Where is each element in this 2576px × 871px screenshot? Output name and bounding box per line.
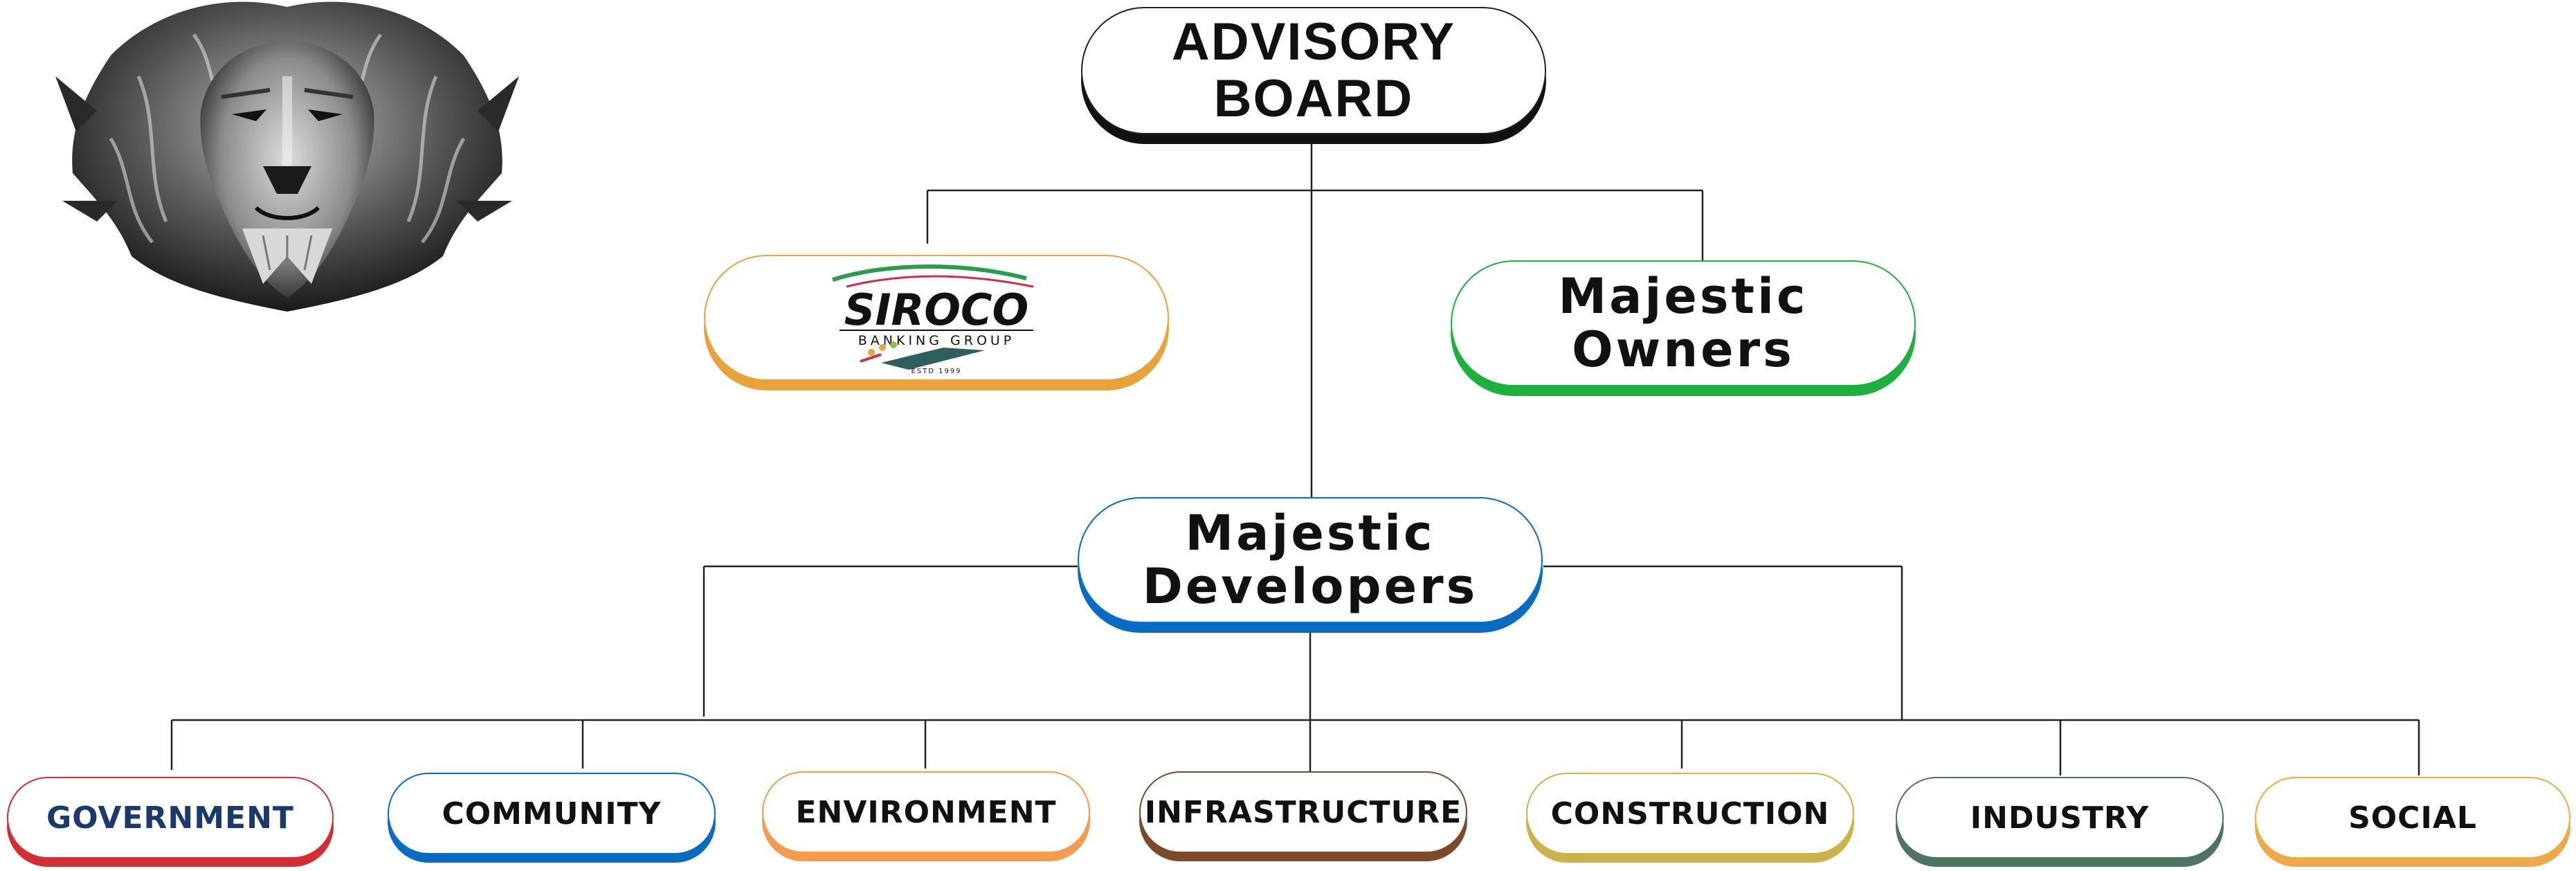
majestic-owners-node: Majestic Owners [1451, 260, 1916, 386]
dept-industry-label: INDUSTRY [1970, 800, 2150, 836]
dept-industry: INDUSTRY [1896, 777, 2224, 859]
majestic-developers-node: Majestic Developers [1078, 497, 1543, 623]
siroco-logo-word: SIROCO [844, 285, 1028, 335]
dept-government: GOVERNMENT [7, 777, 334, 859]
dept-community: COMMUNITY [388, 773, 716, 854]
dept-infrastructure: INFRASTRUCTURE [1139, 771, 1467, 853]
dept-environment-label: ENVIRONMENT [795, 794, 1057, 830]
dept-social-label: SOCIAL [2348, 800, 2477, 836]
dept-infrastructure-label: INFRASTRUCTURE [1144, 794, 1462, 830]
siroco-banking-group-node: SIROCO BANKING GROUP ESTD 1999 [704, 255, 1169, 381]
advisory-board-node: ADVISORY BOARD [1081, 7, 1546, 134]
siroco-logo-estd: ESTD 1999 [911, 368, 961, 375]
majestic-owners-label: Majestic Owners [1558, 268, 1808, 378]
dept-government-label: GOVERNMENT [46, 800, 294, 836]
dept-environment: ENVIRONMENT [762, 771, 1090, 853]
majestic-developers-label: Majestic Developers [1142, 505, 1478, 615]
siroco-logo: SIROCO BANKING GROUP ESTD 1999 [832, 264, 1034, 375]
dept-social: SOCIAL [2255, 777, 2570, 859]
advisory-board-label: ADVISORY BOARD [1171, 12, 1456, 128]
dept-construction: CONSTRUCTION [1526, 773, 1854, 854]
dept-construction-label: CONSTRUCTION [1550, 796, 1830, 832]
dept-community-label: COMMUNITY [442, 796, 662, 832]
lion-head-icon [55, 1, 519, 312]
